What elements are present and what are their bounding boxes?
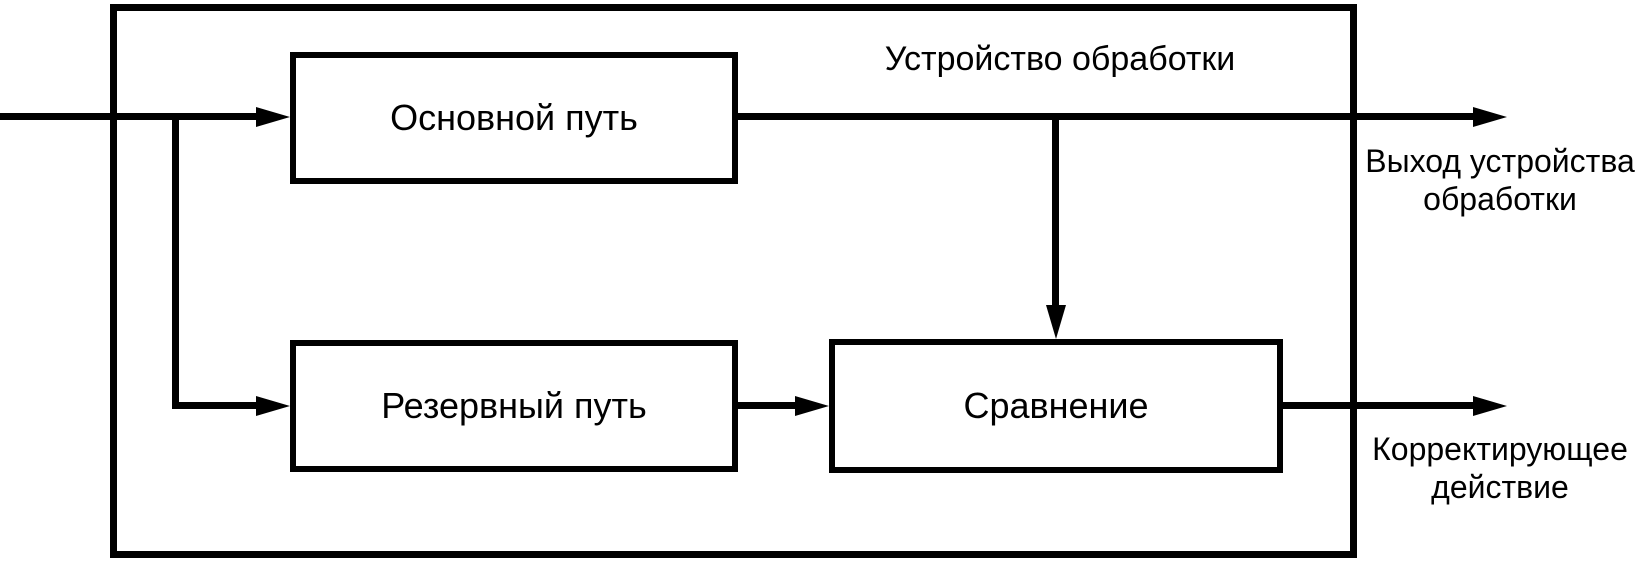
arrowhead-into-backup-path-icon (256, 396, 290, 416)
block-comparison-label: Сравнение (963, 385, 1149, 426)
device-output-label: Выход устройства обработки (1358, 142, 1642, 218)
processing-device-boundary-box (110, 4, 1357, 558)
input-branch-vertical-line (172, 113, 179, 409)
input-to-backup-line (172, 402, 258, 409)
main-path-output-line (738, 113, 1475, 120)
main-to-comparison-line (1052, 113, 1059, 307)
comparison-output-line (1283, 402, 1475, 409)
block-backup-path: Резервный путь (290, 340, 738, 472)
device-output-label-line1: Выход устройства (1365, 143, 1635, 179)
block-main-path: Основной путь (290, 52, 738, 184)
corrective-action-label-line1: Корректирующее (1372, 431, 1628, 467)
backup-to-comparison-line (737, 402, 797, 409)
arrowhead-into-main-path-icon (256, 107, 290, 127)
input-line (0, 113, 258, 120)
arrowhead-corrective-action-icon (1473, 396, 1507, 416)
arrowhead-backup-to-comparison-icon (795, 396, 829, 416)
arrowhead-device-output-icon (1473, 107, 1507, 127)
corrective-action-label: Корректирующее действие (1358, 430, 1642, 506)
block-main-path-label: Основной путь (390, 97, 638, 138)
arrowhead-main-to-comparison-icon (1046, 305, 1066, 339)
corrective-action-label-line2: действие (1431, 469, 1569, 505)
device-output-label-line2: обработки (1423, 181, 1577, 217)
block-backup-path-label: Резервный путь (381, 385, 647, 426)
block-comparison: Сравнение (829, 339, 1283, 473)
processing-device-title: Устройство обработки (884, 40, 1236, 78)
